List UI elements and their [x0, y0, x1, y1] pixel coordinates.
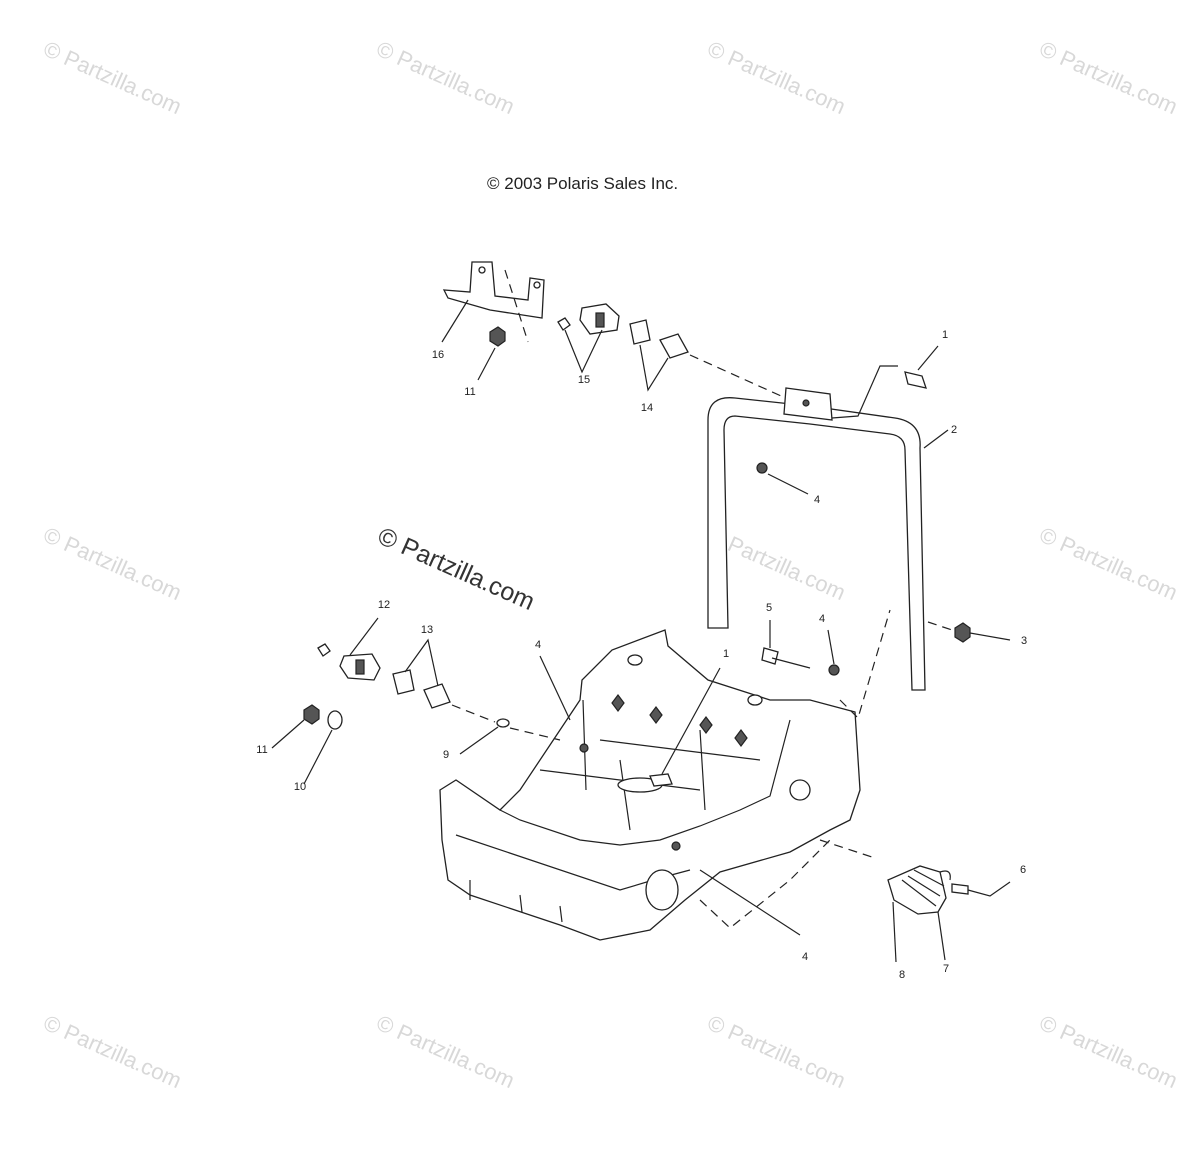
lower-nut-part: [271, 704, 343, 785]
frame-bolt-part: [761, 620, 840, 676]
callout-12: 12: [377, 599, 391, 611]
callout-1: 1: [722, 648, 730, 660]
callout-11: 11: [464, 386, 476, 398]
backrest-hoop-part: [707, 365, 949, 691]
callout-9: 9: [442, 749, 450, 761]
upper-bolt-part: [904, 345, 939, 389]
washer-part: [459, 718, 561, 755]
side-nut-part: [927, 621, 1011, 643]
chassis-bolt-part: [649, 667, 721, 787]
upper-bushing-part: [557, 303, 620, 374]
hoop-clip-part: [756, 462, 809, 495]
chassis-frame-part: [439, 609, 891, 941]
callout-4: 4: [534, 639, 542, 651]
callout-14: 14: [640, 402, 654, 414]
callout-10: 10: [293, 781, 307, 793]
callout-7: 7: [942, 963, 950, 975]
left-spacer-part: [392, 638, 496, 723]
callout-6: 6: [1019, 864, 1027, 876]
callout-2: 2: [950, 424, 958, 436]
callout-11: 11: [256, 744, 268, 756]
copyright-notice: © 2003 Polaris Sales Inc.: [487, 174, 679, 193]
tail-light-part: [887, 865, 1011, 963]
upper-nut-part: [477, 326, 506, 381]
callout-1: 1: [941, 329, 949, 341]
left-bushing-part: [317, 617, 381, 681]
callout-4: 4: [801, 951, 809, 963]
callout-3: 3: [1020, 635, 1028, 647]
upper-bracket-part: [441, 261, 545, 343]
callout-13: 13: [420, 624, 434, 636]
callout-15: 15: [577, 374, 591, 386]
callout-5: 5: [765, 602, 773, 614]
upper-spacer-part: [629, 319, 791, 401]
callout-4: 4: [818, 613, 826, 625]
callout-4: 4: [813, 494, 821, 506]
chassis-clip-part: [539, 655, 831, 936]
callout-16: 16: [431, 349, 445, 361]
callout-8: 8: [898, 969, 906, 981]
